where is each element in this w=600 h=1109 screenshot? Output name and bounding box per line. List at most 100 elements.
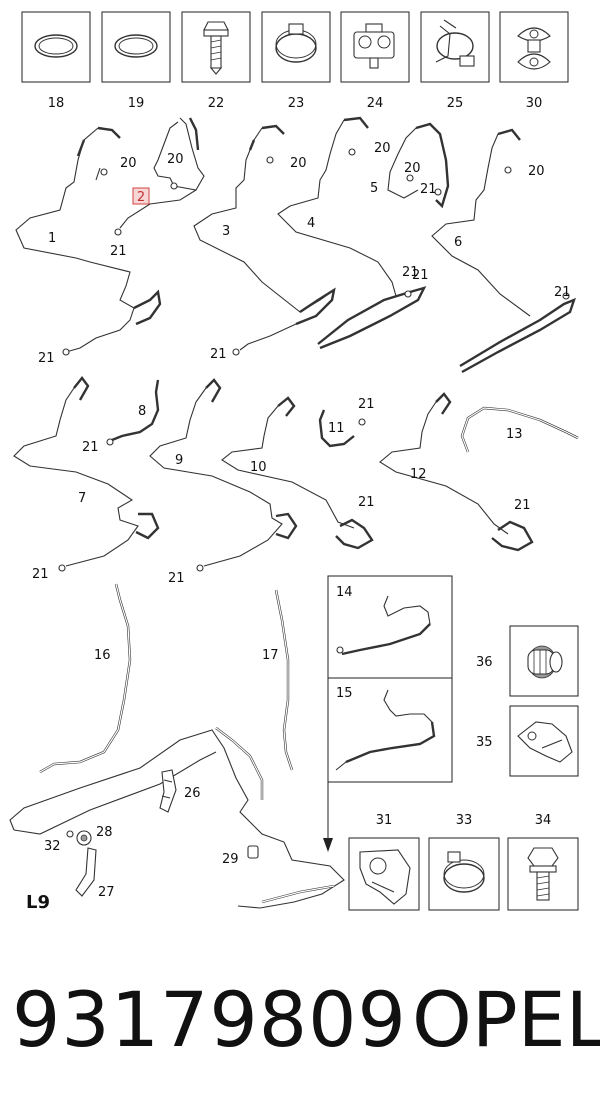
inset-box-15[interactable] bbox=[327, 677, 453, 783]
bracket-26[interactable] bbox=[159, 769, 177, 813]
part-box-36[interactable] bbox=[509, 625, 579, 697]
hose-assembly-13[interactable] bbox=[460, 406, 579, 453]
callout-16: 16 bbox=[94, 648, 111, 663]
callout-32: 32 bbox=[44, 839, 61, 854]
part-number-label: 35 bbox=[476, 735, 493, 750]
callout-21: 21 bbox=[82, 440, 99, 455]
brand-name: OPEL bbox=[412, 975, 600, 1064]
inset-label-15: 15 bbox=[336, 686, 353, 701]
hose-assembly-5[interactable] bbox=[387, 122, 450, 209]
callout-20: 20 bbox=[167, 152, 184, 167]
callout-3: 3 bbox=[222, 224, 230, 239]
part-number-label: 18 bbox=[48, 96, 65, 111]
callout-12: 12 bbox=[410, 467, 427, 482]
inset-box-14[interactable] bbox=[327, 575, 453, 679]
part-box-31[interactable] bbox=[348, 837, 420, 911]
section-label: L9 bbox=[26, 892, 50, 913]
callout-20: 20 bbox=[290, 156, 307, 171]
callout-20: 20 bbox=[528, 164, 545, 179]
callout-7: 7 bbox=[78, 491, 86, 506]
hose-assembly-main[interactable] bbox=[9, 727, 345, 909]
highlighted-callout: 2 bbox=[137, 190, 145, 205]
bracket-clip-icon bbox=[435, 19, 475, 67]
part-number-label: 24 bbox=[367, 96, 384, 111]
part-box-33[interactable] bbox=[428, 837, 500, 911]
part-box-25[interactable] bbox=[420, 11, 490, 83]
callout-21: 21 bbox=[38, 351, 55, 366]
callout-21: 21 bbox=[32, 567, 49, 582]
callout-5: 5 bbox=[370, 181, 378, 196]
part-number-label: 30 bbox=[526, 96, 543, 111]
callout-21: 21 bbox=[210, 347, 227, 362]
part-box-34[interactable] bbox=[507, 837, 579, 911]
hose-assembly-6[interactable] bbox=[431, 128, 576, 374]
callout-20: 20 bbox=[404, 161, 421, 176]
hose-assembly-9[interactable] bbox=[149, 378, 298, 572]
part-box-18[interactable] bbox=[21, 11, 91, 83]
hose-assembly-2[interactable] bbox=[114, 117, 205, 236]
callout-26: 26 bbox=[184, 786, 201, 801]
callout-20: 20 bbox=[120, 156, 137, 171]
callout-10: 10 bbox=[250, 460, 267, 475]
hose-clamp-icon bbox=[275, 23, 317, 63]
callout-8: 8 bbox=[138, 404, 146, 419]
hose-assembly-12[interactable] bbox=[379, 392, 534, 552]
clamp-icon bbox=[443, 851, 485, 893]
callout-6: 6 bbox=[454, 235, 462, 250]
part-number-label: 33 bbox=[456, 813, 473, 828]
hose-assembly-4[interactable] bbox=[277, 116, 427, 350]
o-ring-icon bbox=[114, 34, 158, 58]
part-box-24[interactable] bbox=[340, 11, 410, 83]
hose-assembly-1[interactable] bbox=[15, 126, 162, 356]
callout-4: 4 bbox=[307, 216, 315, 231]
callout-21: 21 bbox=[358, 495, 375, 510]
part-box-19[interactable] bbox=[101, 11, 171, 83]
hose-assembly-11[interactable] bbox=[318, 409, 366, 448]
callout-13: 13 bbox=[506, 427, 523, 442]
bracket-27[interactable] bbox=[75, 847, 97, 897]
hose-assembly-16[interactable] bbox=[39, 583, 132, 774]
hose-assembly-3[interactable] bbox=[193, 124, 336, 356]
part-number-label: 34 bbox=[535, 813, 552, 828]
clip-29[interactable] bbox=[247, 845, 259, 859]
part-number-label: 22 bbox=[208, 96, 225, 111]
callout-11: 11 bbox=[328, 421, 345, 436]
double-clip-icon bbox=[353, 23, 395, 69]
hose-assembly-10[interactable] bbox=[221, 396, 374, 550]
inset-label-14: 14 bbox=[336, 585, 353, 600]
callout-21: 21 bbox=[358, 397, 375, 412]
hose-assembly-7[interactable] bbox=[13, 376, 160, 572]
parts-diagram: 18 19 22 23 bbox=[9, 11, 579, 913]
callout-28: 28 bbox=[96, 825, 113, 840]
highlighted-callout-box[interactable] bbox=[132, 187, 150, 205]
hose-assembly-17[interactable] bbox=[274, 589, 294, 771]
callout-21: 21 bbox=[402, 265, 419, 280]
part-box-22[interactable] bbox=[181, 11, 251, 83]
callout-17: 17 bbox=[262, 648, 279, 663]
callout-29: 29 bbox=[222, 852, 239, 867]
callout-1: 1 bbox=[48, 231, 56, 246]
hose-assembly-8[interactable] bbox=[106, 379, 160, 446]
callout-21: 21 bbox=[412, 268, 429, 283]
o-ring-icon bbox=[34, 34, 78, 58]
callout-21: 21 bbox=[420, 182, 437, 197]
hex-bolt-icon bbox=[527, 847, 559, 901]
part-box-35[interactable] bbox=[509, 705, 579, 777]
callout-21: 21 bbox=[514, 498, 531, 513]
callout-21: 21 bbox=[110, 244, 127, 259]
part-number-label: 19 bbox=[128, 96, 145, 111]
clip-28[interactable] bbox=[66, 830, 92, 846]
part-number-label: 23 bbox=[288, 96, 305, 111]
callout-21: 21 bbox=[554, 285, 571, 300]
part-box-30[interactable] bbox=[499, 11, 569, 83]
part-number: 93179809 bbox=[12, 975, 407, 1064]
callout-27: 27 bbox=[98, 885, 115, 900]
callout-21: 21 bbox=[168, 571, 185, 586]
rubber-mount-icon bbox=[359, 849, 411, 905]
grommet-icon bbox=[527, 645, 563, 679]
twin-clip-icon bbox=[517, 27, 551, 70]
callout-20: 20 bbox=[374, 141, 391, 156]
bolt-icon bbox=[203, 21, 229, 75]
part-box-23[interactable] bbox=[261, 11, 331, 83]
part-number-label: 25 bbox=[447, 96, 464, 111]
